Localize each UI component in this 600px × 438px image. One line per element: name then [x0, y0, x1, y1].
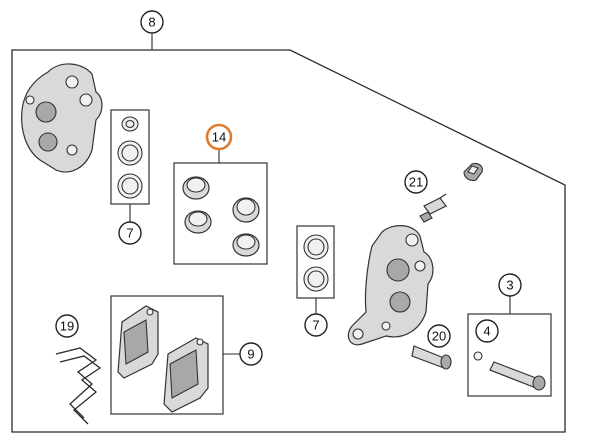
piston-kit-box: [173, 162, 268, 265]
svg-text:14: 14: [212, 130, 226, 145]
brake-pad-1[interactable]: [117, 305, 159, 379]
callout-21[interactable]: 21: [404, 170, 428, 194]
svg-text:4: 4: [483, 324, 490, 339]
seal-ring-middle-1[interactable]: [303, 234, 329, 260]
svg-text:7: 7: [312, 318, 319, 333]
brake-pad-2[interactable]: [163, 337, 209, 413]
bleeder-cap[interactable]: [463, 162, 483, 182]
piston-3[interactable]: [232, 197, 260, 223]
callout-19[interactable]: 19: [55, 314, 79, 338]
seal-ring-large-left-1[interactable]: [117, 140, 143, 166]
callout-8[interactable]: 8: [140, 10, 164, 34]
caliper-housing-left[interactable]: [21, 63, 103, 173]
mounting-bolt[interactable]: [411, 345, 452, 370]
callout-3[interactable]: 3: [498, 273, 522, 297]
callout-14-highlighted[interactable]: 14: [205, 123, 233, 151]
assembly-outline: [11, 49, 566, 433]
seal-ring-large-left-2[interactable]: [117, 173, 143, 199]
brake-pads-box: [110, 295, 224, 415]
callout-7-left[interactable]: 7: [118, 221, 142, 245]
svg-text:3: 3: [506, 278, 513, 293]
pad-pin[interactable]: [489, 361, 546, 391]
piston-4[interactable]: [232, 233, 260, 257]
retaining-clip[interactable]: [473, 351, 483, 361]
callout-20[interactable]: 20: [427, 324, 451, 348]
pad-spring[interactable]: [55, 347, 102, 425]
piston-1[interactable]: [182, 176, 210, 200]
svg-text:7: 7: [126, 226, 133, 241]
seal-ring-middle-2[interactable]: [303, 266, 329, 292]
callout-4[interactable]: 4: [475, 319, 499, 343]
svg-text:9: 9: [247, 347, 254, 362]
svg-text:21: 21: [409, 175, 423, 190]
caliper-housing-right[interactable]: [347, 225, 434, 346]
callout-7-middle[interactable]: 7: [304, 313, 328, 337]
piston-2[interactable]: [184, 210, 212, 234]
svg-text:19: 19: [60, 319, 74, 334]
bleeder-screw[interactable]: [419, 193, 447, 223]
svg-text:8: 8: [148, 15, 155, 30]
seal-ring-small-left[interactable]: [121, 116, 139, 132]
svg-text:20: 20: [432, 329, 446, 344]
callout-9[interactable]: 9: [239, 342, 263, 366]
